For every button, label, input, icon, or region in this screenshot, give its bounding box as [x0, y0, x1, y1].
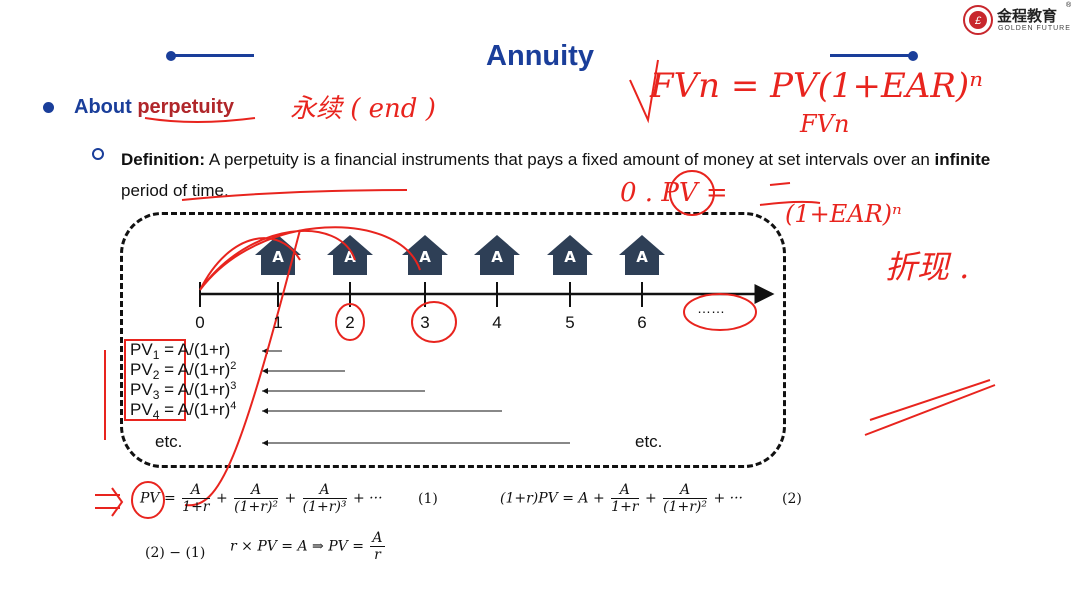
- svg-text:£: £: [974, 15, 982, 27]
- logo-registered: ®: [1066, 2, 1072, 9]
- heading-keyword: perpetuity: [137, 96, 234, 118]
- payment-arrow-icon: [402, 235, 448, 275]
- timeline-ellipsis: ……: [697, 300, 725, 316]
- etc-left: etc.: [155, 432, 183, 451]
- timeline-label: 1: [273, 313, 283, 332]
- handwritten-discount: 折现 .: [885, 248, 970, 286]
- handwritten-pv-numerator: FVn: [800, 110, 850, 138]
- title-decoration-right: [830, 54, 914, 57]
- logo-chinese: 金程教育: [997, 8, 1058, 25]
- payment-label: A: [636, 248, 648, 266]
- timeline-label: 0: [195, 313, 205, 332]
- handwritten-end-note: 永续 ( end ): [290, 94, 436, 124]
- timeline-box: [120, 212, 786, 468]
- payment-arrow-icon: [619, 235, 665, 275]
- payment-arrow-icon: [255, 235, 301, 275]
- f1-term2: A(1+r)²: [234, 482, 279, 515]
- handwritten-annotations: [95, 59, 996, 519]
- timeline-label: 2: [345, 313, 355, 332]
- title-dot-right: [908, 51, 918, 61]
- handwritten-fv-formula: FVn = PV(1+EAR)ⁿ: [650, 66, 983, 106]
- formula-1-number: (1): [418, 491, 438, 507]
- definition-part2: period of time.: [121, 181, 229, 200]
- sub-bullet-icon: [92, 148, 104, 160]
- pv-row: PV2 = A/(1+r)2: [130, 360, 237, 382]
- formula-3-label: (2) − (1): [145, 545, 206, 561]
- payment-label: A: [419, 248, 431, 266]
- timeline-label: 3: [420, 313, 430, 332]
- f1-term3: A(1+r)³: [302, 482, 347, 515]
- handwritten-pv-denominator: (1+EAR)ⁿ: [785, 200, 902, 228]
- page-title: Annuity: [486, 40, 594, 72]
- definition-part1: A perpetuity is a financial instruments …: [205, 150, 935, 169]
- f1-lhs: PV =: [140, 490, 181, 507]
- title-dot-left: [166, 51, 176, 61]
- definition-text: Definition: A perpetuity is a financial …: [121, 144, 1031, 206]
- payment-arrow-icon: [474, 235, 520, 275]
- logo-english: GOLDEN FUTURE: [998, 25, 1071, 32]
- timeline-label: 6: [637, 313, 647, 332]
- bullet-icon: [43, 102, 54, 113]
- payment-label: A: [491, 248, 503, 266]
- logo-seal-icon: £: [963, 5, 993, 35]
- section-heading: About perpetuity: [74, 96, 234, 119]
- payment-arrow-icon: [547, 235, 593, 275]
- payment-label: A: [344, 248, 356, 266]
- title-decoration-left: [170, 54, 254, 57]
- pv-row: PV3 = A/(1+r)3: [130, 380, 237, 402]
- heading-prefix: About: [74, 96, 138, 118]
- etc-right: etc.: [635, 432, 663, 451]
- pv-row: PV1 = A/(1+r): [130, 340, 231, 362]
- payment-label: A: [564, 248, 576, 266]
- handwritten-pv-lhs: 0 . PV =: [620, 178, 728, 208]
- definition-label: Definition:: [121, 150, 206, 169]
- timeline-label: 4: [492, 313, 502, 332]
- definition-emphasis: infinite: [934, 150, 991, 169]
- timeline-label: 5: [565, 313, 575, 332]
- payment-arrow-icon: [327, 235, 373, 275]
- formula-2-number: (2): [782, 491, 802, 507]
- pv-row: PV4 = A/(1+r)4: [130, 400, 237, 422]
- payment-label: A: [272, 248, 284, 266]
